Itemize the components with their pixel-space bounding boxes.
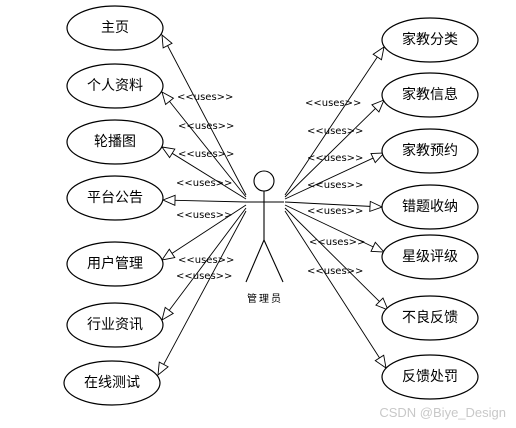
right-uses-label: <<uses>> xyxy=(307,153,363,164)
use-case-label: 不良反馈 xyxy=(402,310,458,326)
use-case-label: 在线测试 xyxy=(84,375,140,391)
left-arrowhead xyxy=(161,248,176,261)
actor-left-leg xyxy=(245,239,265,283)
left-uses-label: <<uses>> xyxy=(178,121,234,132)
use-case-left-5[interactable]: 用户管理 xyxy=(66,241,164,287)
right-association-line xyxy=(284,210,380,359)
left-arrowhead xyxy=(161,146,176,159)
use-case-right-2[interactable]: 家教信息 xyxy=(381,72,479,118)
left-association-line xyxy=(168,207,247,311)
use-case-ellipse xyxy=(66,302,164,348)
left-association-line xyxy=(167,45,247,196)
right-association-line xyxy=(284,157,374,200)
left-arrowhead xyxy=(161,33,173,49)
right-arrowhead xyxy=(370,241,386,253)
use-case-right-7[interactable]: 反馈处罚 xyxy=(381,354,479,400)
use-case-ellipse xyxy=(381,295,479,341)
use-case-ellipse xyxy=(381,72,479,118)
use-case-label: 用户管理 xyxy=(87,255,143,272)
right-uses-label: <<uses>> xyxy=(307,180,363,191)
use-case-ellipse xyxy=(381,128,479,174)
right-uses-label: <<uses>> xyxy=(305,98,361,109)
use-case-ellipse xyxy=(381,234,479,280)
left-association-line xyxy=(174,199,247,203)
use-case-left-7[interactable]: 在线测试 xyxy=(63,360,161,406)
watermark-text: CSDN @Biye_Design xyxy=(379,405,506,420)
left-arrowhead xyxy=(161,194,176,206)
use-case-right-6[interactable]: 不良反馈 xyxy=(381,295,479,341)
right-arrowhead xyxy=(375,297,389,311)
use-case-ellipse xyxy=(66,119,164,165)
use-case-label: 错题收纳 xyxy=(402,199,458,215)
actor-admin: 管理员 xyxy=(245,170,284,305)
right-arrowhead xyxy=(372,46,385,61)
right-association-line xyxy=(284,207,380,302)
right-uses-label: <<uses>> xyxy=(307,206,363,217)
use-case-label: 轮播图 xyxy=(94,134,136,150)
use-case-label: 家教预约 xyxy=(402,142,458,159)
use-case-ellipse xyxy=(66,175,164,221)
use-case-left-3[interactable]: 轮播图 xyxy=(66,119,164,165)
use-case-label: 主页 xyxy=(101,20,129,36)
right-arrowhead xyxy=(371,99,385,113)
right-association-line xyxy=(284,56,378,196)
right-association-line xyxy=(284,108,376,198)
use-case-left-1[interactable]: 主页 xyxy=(66,5,164,51)
use-case-left-6[interactable]: 行业资讯 xyxy=(66,302,164,348)
use-case-label: 家教信息 xyxy=(402,86,458,103)
use-case-ellipse xyxy=(66,241,164,287)
use-case-label: 平台公告 xyxy=(87,190,143,206)
right-arrowhead xyxy=(374,354,387,369)
actor-right-leg xyxy=(263,239,284,283)
use-case-ellipse xyxy=(66,63,164,109)
use-case-left-2[interactable]: 个人资料 xyxy=(66,63,164,109)
actor-name: 管理员 xyxy=(247,292,283,305)
use-case-right-1[interactable]: 家教分类 xyxy=(381,17,479,63)
actor-head xyxy=(253,170,275,192)
use-case-ellipse xyxy=(381,184,479,230)
use-case-label: 反馈处罚 xyxy=(402,369,458,385)
right-arrowhead xyxy=(369,200,384,213)
left-uses-label: <<uses>> xyxy=(176,178,232,189)
left-association-line xyxy=(163,210,247,365)
right-arrowhead xyxy=(370,152,386,164)
uses-labels: <<uses>> <<uses>> <<uses>> <<uses>> <<uses>>… xyxy=(176,92,365,282)
right-uses-label: <<uses>> xyxy=(309,237,365,248)
right-uses-label: <<uses>> xyxy=(307,266,363,277)
use-case-ellipse xyxy=(381,17,479,63)
right-association-line xyxy=(284,201,371,207)
use-case-label: 星级评级 xyxy=(402,249,458,265)
association-lines xyxy=(157,33,389,377)
use-case-ellipse xyxy=(63,360,161,406)
use-case-right-4[interactable]: 错题收纳 xyxy=(381,184,479,230)
use-case-right-5[interactable]: 星级评级 xyxy=(381,234,479,280)
use-case-right-3[interactable]: 家教预约 xyxy=(381,128,479,174)
use-case-ellipse xyxy=(66,5,164,51)
left-uses-label: <<uses>> xyxy=(176,271,232,282)
left-association-line xyxy=(171,204,247,254)
left-uses-label: <<uses>> xyxy=(176,210,232,221)
left-arrowhead xyxy=(157,361,169,377)
use-case-ellipse xyxy=(381,354,479,400)
use-case-label: 个人资料 xyxy=(87,78,143,94)
left-uses-label: <<uses>> xyxy=(178,149,234,160)
left-arrowhead xyxy=(161,91,175,106)
right-association-line xyxy=(284,204,374,248)
right-uses-label: <<uses>> xyxy=(307,126,363,137)
left-uses-label: <<uses>> xyxy=(178,255,234,266)
left-uses-label: <<uses>> xyxy=(177,92,233,103)
use-case-label: 家教分类 xyxy=(402,31,458,48)
left-association-line xyxy=(171,152,247,200)
use-case-left-4[interactable]: 平台公告 xyxy=(66,175,164,221)
use-case-label: 行业资讯 xyxy=(87,317,143,333)
left-association-line xyxy=(169,101,247,198)
left-arrowhead xyxy=(161,306,175,321)
